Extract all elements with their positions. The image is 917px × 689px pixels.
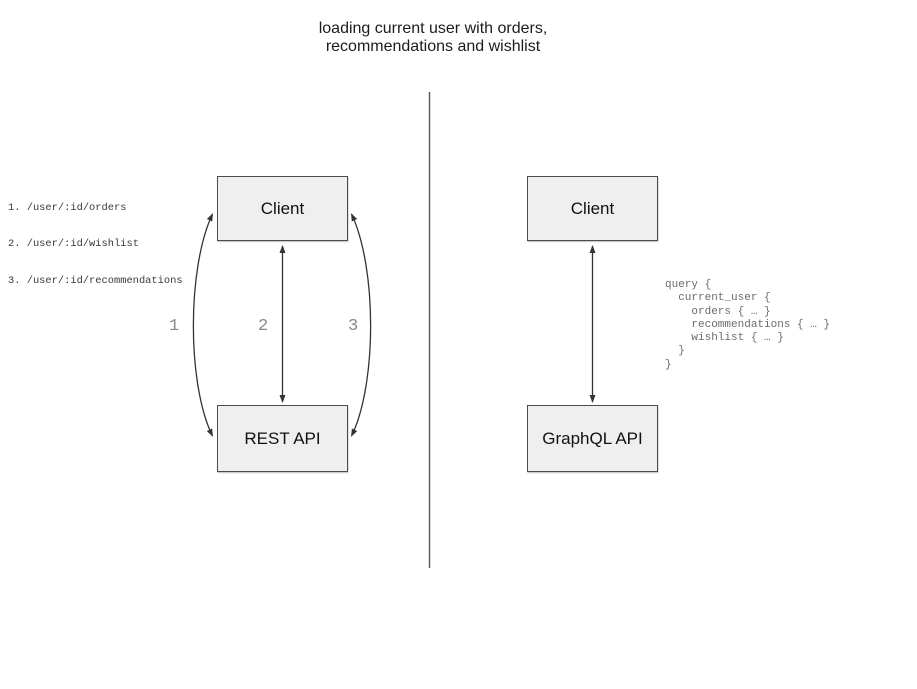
rest-arrow-3-curve [350, 213, 372, 437]
rest-arrow-1-curve [192, 213, 214, 437]
graphql-query-code: query { current_user { orders { … } reco… [665, 279, 831, 371]
graphql-api-box-label: GraphQL API [542, 428, 643, 448]
client-box-rest: Client [217, 176, 348, 241]
endpoint-item: 1. /user/:id/orders [8, 201, 127, 214]
endpoint-item: 3. /user/:id/recommendations [8, 275, 183, 288]
endpoint-item: 2. /user/:id/wishlist [8, 238, 139, 251]
client-box-graphql-label: Client [570, 198, 615, 218]
client-box-graphql: Client [527, 176, 658, 241]
arrow-label-1: 1 [169, 317, 180, 336]
client-box-rest-label: Client [260, 198, 305, 218]
rest-api-box-label: REST API [244, 428, 321, 448]
arrow-label-2: 2 [258, 317, 269, 336]
endpoint-list: 1. /user/:id/orders 2. /user/:id/wishlis… [8, 177, 183, 312]
arrow-label-3: 3 [348, 317, 359, 336]
graphql-api-box: GraphQL API [527, 405, 658, 472]
diagram-title: loading current user with orders, recomm… [318, 20, 548, 55]
rest-api-box: REST API [217, 405, 348, 472]
